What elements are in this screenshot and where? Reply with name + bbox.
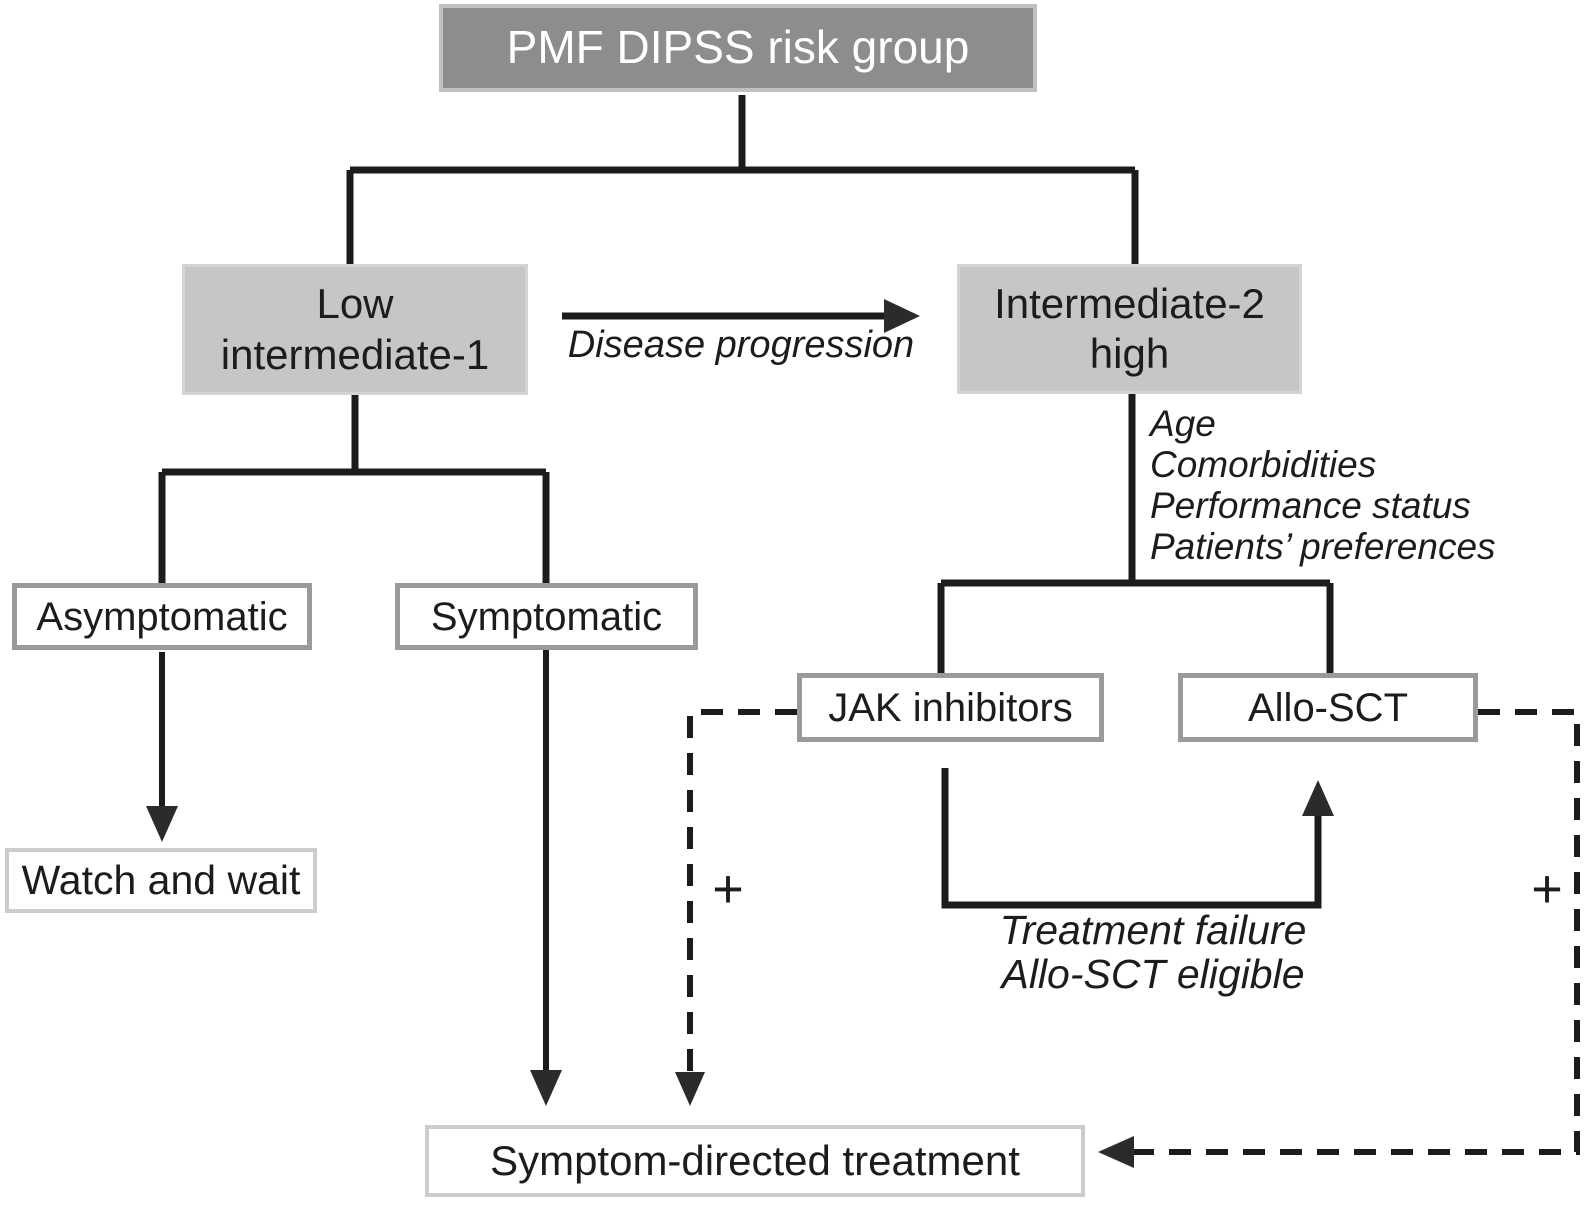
arrow-disease-progression-head [884, 299, 920, 333]
node-int2-line2: high [1089, 330, 1170, 377]
label-decision-factors: Age Comorbidities Performance status Pat… [1150, 403, 1570, 567]
label-factor-performance-status: Performance status [1150, 485, 1471, 526]
label-treatment-failure: Treatment failure Allo-SCT eligible [903, 908, 1403, 996]
label-plus-left: + [712, 859, 744, 919]
node-allo-sct-label: Allo-SCT [1247, 685, 1409, 730]
arrow-asymptomatic-head [146, 806, 178, 842]
arrow-allo-symptom-dashed-head [1098, 1136, 1134, 1168]
arrow-treatment-failure-line [941, 768, 1322, 909]
label-treatment-failure-line1: Treatment failure [999, 907, 1307, 953]
node-symptomatic-label: Symptomatic [430, 594, 663, 639]
arrow-symptomatic-head [530, 1070, 562, 1106]
node-asymptomatic-label: Asymptomatic [36, 594, 288, 639]
label-plus-right: + [1531, 859, 1563, 919]
label-disease-progression-text: Disease progression [567, 324, 915, 366]
node-pmf-dipss-risk-group: PMF DIPSS risk group [439, 4, 1037, 92]
node-symptom-directed-treatment: Symptom-directed treatment [425, 1125, 1085, 1197]
node-symptom-directed-treatment-label: Symptom-directed treatment [490, 1136, 1020, 1184]
arrow-jak-symptom-dashed-line [687, 709, 797, 1074]
node-intermediate-2-high: Intermediate-2 high [957, 264, 1302, 394]
label-treatment-failure-line2: Allo-SCT eligible [1001, 951, 1305, 997]
node-watch-and-wait: Watch and wait [5, 848, 317, 913]
node-asymptomatic: Asymptomatic [12, 583, 312, 650]
edge-low-split [158, 395, 550, 583]
edge-root-split [346, 95, 1139, 266]
edge-int2-split [937, 394, 1334, 673]
node-jak-inhibitors-label: JAK inhibitors [828, 685, 1073, 730]
arrow-allo-symptom-dashed-line [1132, 709, 1580, 1155]
label-factor-age: Age [1150, 403, 1216, 444]
node-jak-inhibitors: JAK inhibitors [797, 673, 1104, 742]
arrow-jak-symptom-dashed-head [675, 1072, 705, 1106]
node-low-intermediate-1: Low intermediate-1 [182, 264, 528, 395]
label-factor-patients-preferences: Patients’ preferences [1150, 526, 1496, 567]
label-factor-comorbidities: Comorbidities [1150, 444, 1377, 485]
node-int2-line1: Intermediate-2 [994, 279, 1265, 327]
arrow-treatment-failure-head [1302, 780, 1334, 816]
node-allo-sct: Allo-SCT [1178, 673, 1478, 742]
node-symptomatic: Symptomatic [395, 583, 698, 650]
node-watch-and-wait-label: Watch and wait [21, 856, 301, 903]
label-disease-progression: Disease progression [556, 324, 926, 367]
node-low-line1: Low [316, 280, 394, 328]
node-low-line2: intermediate-1 [220, 330, 490, 378]
node-pmf-dipss-risk-group-label: PMF DIPSS risk group [506, 21, 970, 74]
